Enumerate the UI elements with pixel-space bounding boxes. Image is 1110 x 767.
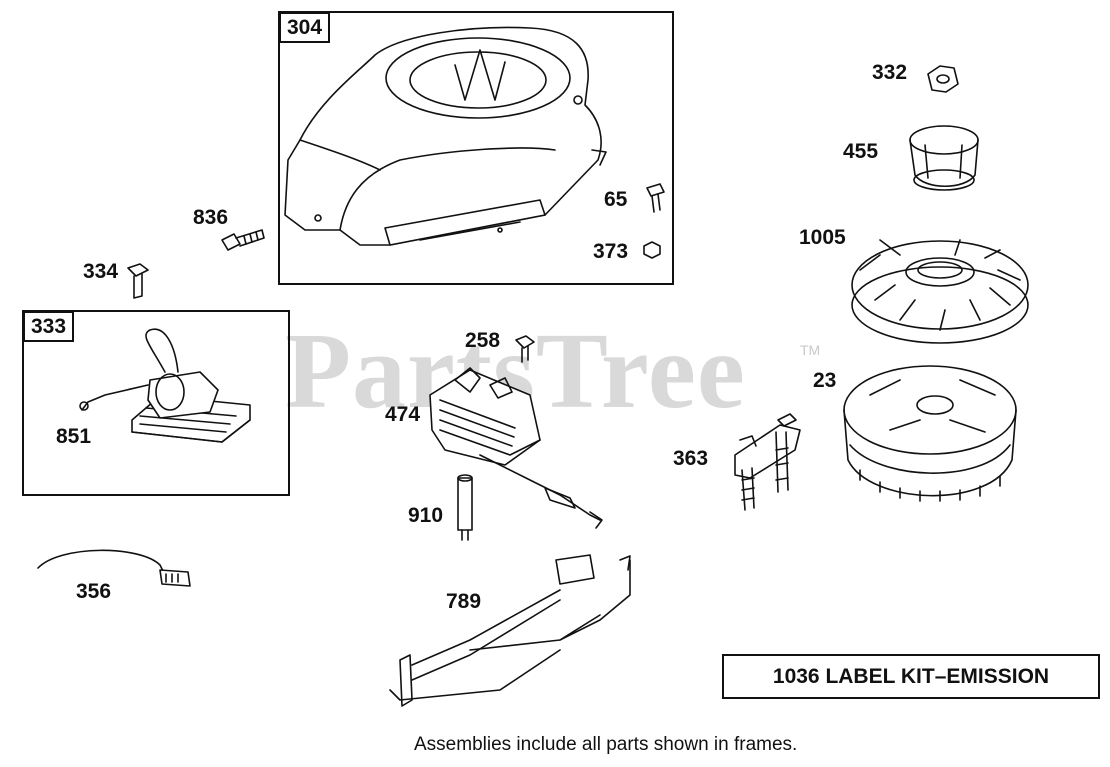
label-356: 356 bbox=[76, 580, 112, 603]
armature-851-drawing bbox=[79, 328, 251, 443]
nut-332-drawing bbox=[927, 65, 959, 93]
label-851: 851 bbox=[56, 425, 92, 448]
wire-356-drawing bbox=[37, 549, 191, 587]
bolt-65-drawing bbox=[646, 183, 665, 213]
footnote: Assemblies include all parts shown in fr… bbox=[414, 734, 798, 755]
label-kit-box: 1036 LABEL KIT–EMISSION bbox=[722, 654, 1100, 699]
spacer-910-drawing bbox=[457, 474, 473, 541]
label-1005: 1005 bbox=[799, 226, 846, 249]
label-836: 836 bbox=[193, 206, 229, 229]
label-455: 455 bbox=[843, 140, 879, 163]
label-334: 334 bbox=[83, 260, 119, 283]
brake-363-drawing bbox=[734, 413, 801, 511]
label-373: 373 bbox=[593, 240, 629, 263]
nut-373-drawing bbox=[643, 241, 661, 259]
harness-789-drawing bbox=[389, 554, 631, 707]
trademark-mark: TM bbox=[800, 342, 821, 358]
label-332: 332 bbox=[872, 61, 908, 84]
frame-333-tag: 333 bbox=[23, 311, 75, 342]
label-789: 789 bbox=[446, 590, 482, 613]
label-65: 65 bbox=[604, 188, 628, 211]
starter-cup-455-drawing bbox=[909, 125, 979, 191]
screw-258-drawing bbox=[515, 335, 535, 363]
alternator-474-drawing bbox=[429, 367, 603, 529]
label-23: 23 bbox=[813, 369, 837, 392]
flywheel-23-drawing bbox=[843, 365, 1017, 502]
frame-333: 333 bbox=[22, 310, 290, 496]
label-363: 363 bbox=[673, 447, 709, 470]
fan-1005-drawing bbox=[851, 239, 1029, 344]
frame-304-tag: 304 bbox=[279, 12, 331, 43]
label-910: 910 bbox=[408, 504, 444, 527]
screw-334-drawing bbox=[127, 263, 149, 299]
frame-304: 304 bbox=[278, 11, 674, 285]
label-258: 258 bbox=[465, 329, 501, 352]
blower-housing-drawing bbox=[284, 26, 607, 246]
screw-836-drawing bbox=[221, 229, 265, 251]
label-474: 474 bbox=[385, 403, 421, 426]
